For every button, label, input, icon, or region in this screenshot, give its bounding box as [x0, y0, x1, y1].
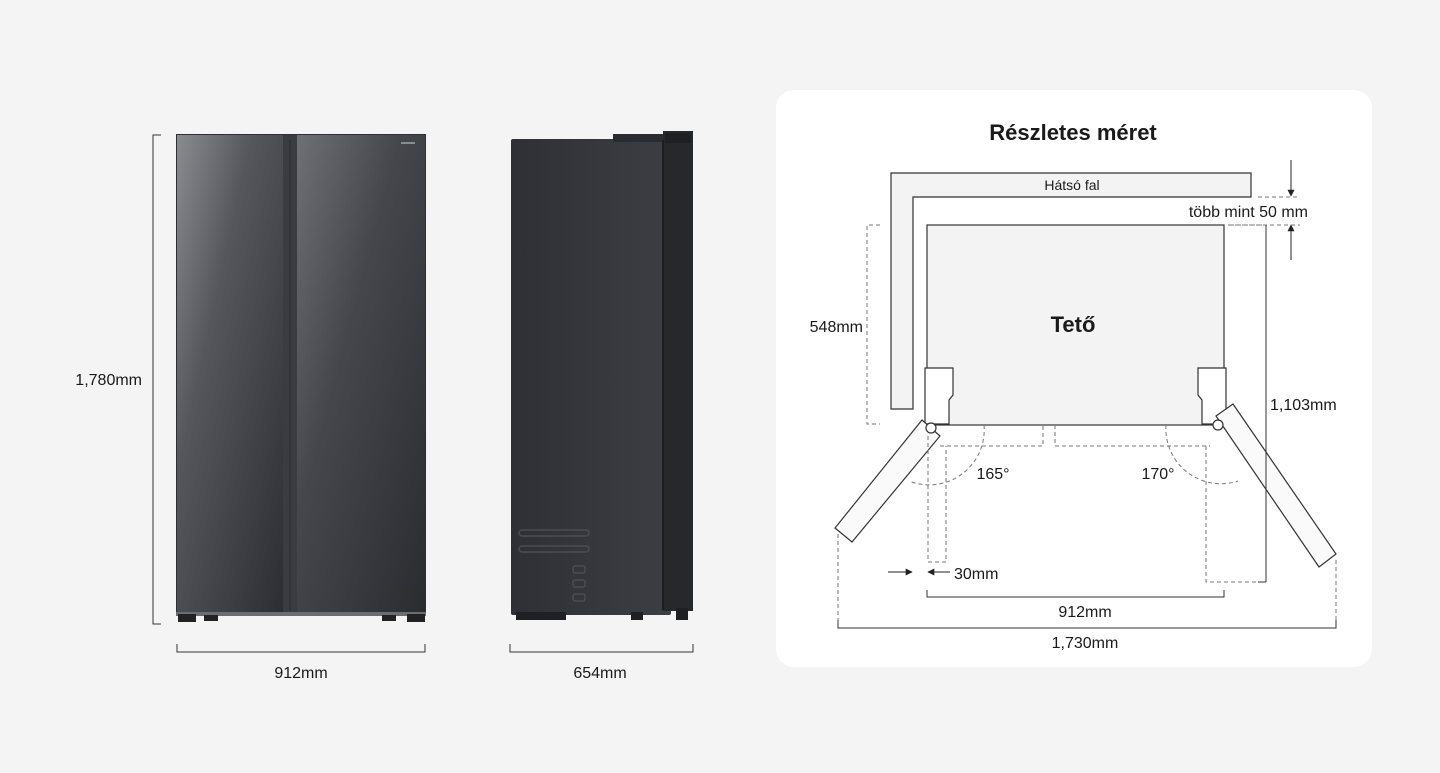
clearance-label: több mint 50 mm	[1189, 204, 1308, 221]
left-hinge-pivot	[925, 422, 937, 434]
body-width-label: 912mm	[1058, 604, 1111, 621]
detail-panel: Részletes méret Hátsó fal több mint 50 m…	[776, 90, 1372, 667]
side-depth-dimension-line	[509, 644, 694, 653]
right-angle-label: 170°	[1141, 466, 1174, 483]
front-width-label: 912mm	[274, 665, 327, 682]
open-width-dimension-line	[837, 620, 1337, 629]
hinge-gap-label: 30mm	[954, 566, 998, 583]
front-width-dimension-line	[176, 644, 426, 653]
back-wall-label: Hátsó fal	[1044, 177, 1099, 193]
right-door-open	[1215, 403, 1337, 568]
left-hinge	[924, 367, 954, 425]
fridge-side-image	[511, 131, 693, 620]
top-label: Tető	[1051, 312, 1096, 337]
back-wall	[890, 172, 1252, 410]
body-width-dimension-line	[926, 590, 1225, 598]
open-width-label: 1,730mm	[1052, 635, 1119, 652]
detail-title: Részletes méret	[989, 120, 1157, 145]
left-angle-label: 165°	[976, 466, 1009, 483]
depth-label: 548mm	[810, 319, 863, 336]
right-hinge	[1197, 367, 1227, 425]
right-hinge-pivot	[1212, 419, 1224, 431]
open-depth-label: 1,103mm	[1270, 397, 1337, 414]
fridge-front-image	[176, 134, 426, 622]
height-label: 1,780mm	[75, 372, 142, 389]
front-view: 1,780mm 912mm	[75, 134, 426, 682]
height-dimension-line	[152, 134, 161, 625]
side-depth-label: 654mm	[573, 665, 626, 682]
brand-logo	[401, 142, 415, 144]
fridge-top-outline	[926, 224, 1225, 426]
side-view: 654mm	[509, 131, 694, 682]
